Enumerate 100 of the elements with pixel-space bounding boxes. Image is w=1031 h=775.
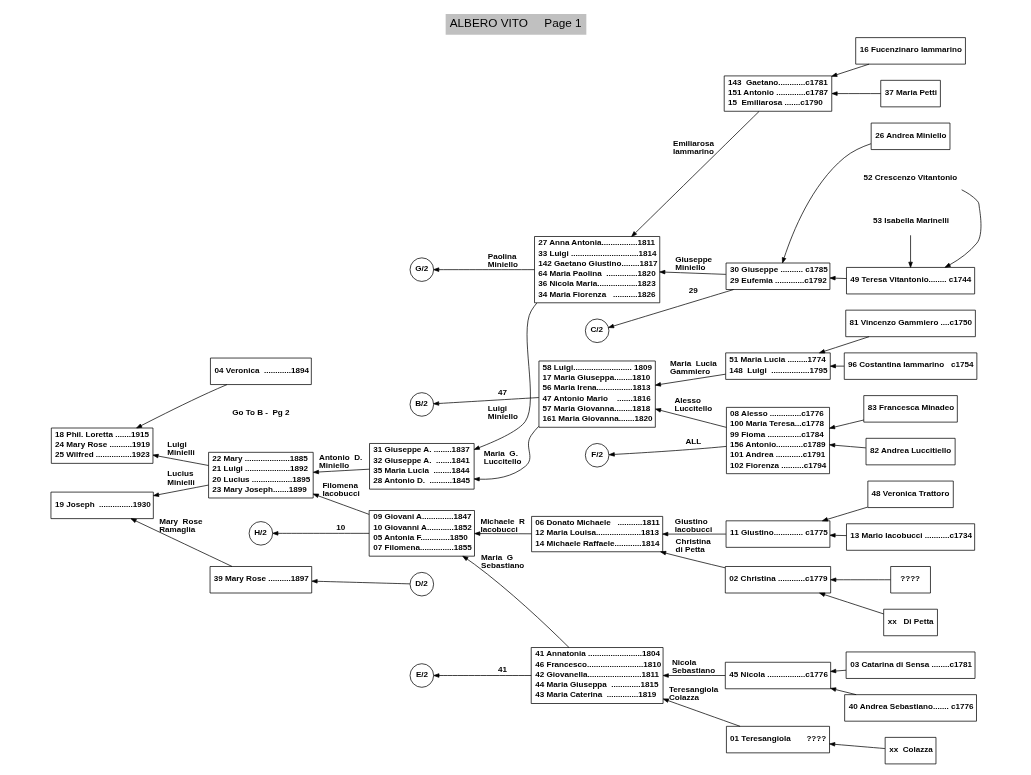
node-text: 53 Isabella Marinelli bbox=[872, 216, 949, 226]
arrow bbox=[608, 446, 726, 457]
arrow bbox=[828, 742, 885, 749]
node-box: 03 Catarina di Sensa ........c1781 bbox=[845, 651, 975, 679]
label: Go To B - Pg 2 bbox=[231, 408, 290, 418]
edge-label: Lucius Minielli bbox=[166, 469, 195, 487]
diagram-title: ALBERO VITO Page 1 bbox=[449, 16, 582, 30]
edge-label: Maria G Sebastiano bbox=[480, 552, 524, 570]
node-circle: H/2 bbox=[248, 521, 273, 546]
node-box: 45 Nicola .................c1776 bbox=[724, 661, 831, 690]
arrow bbox=[130, 518, 232, 567]
arrow bbox=[658, 269, 726, 275]
node-circle: F/2 bbox=[584, 443, 609, 468]
arrow bbox=[311, 579, 410, 585]
arrow bbox=[473, 302, 537, 450]
arrow bbox=[829, 687, 856, 695]
edge-label: Maria G. Luccitello bbox=[483, 448, 521, 466]
edge-label: Teresangiola Colazza bbox=[668, 684, 718, 702]
edge-label: 10 bbox=[335, 523, 345, 533]
arrow bbox=[830, 63, 869, 77]
node-box: xx Colazza bbox=[884, 737, 936, 765]
edge-label: Antonio D. Miniello bbox=[318, 452, 362, 470]
arrow bbox=[473, 531, 532, 536]
node-circle: G/2 bbox=[409, 257, 434, 282]
arrow bbox=[662, 673, 725, 678]
arrow bbox=[659, 551, 725, 569]
arrow bbox=[654, 408, 727, 428]
node-text: 52 Crescenzo Vitantonio bbox=[862, 173, 957, 183]
arrow bbox=[461, 555, 569, 648]
node-box: 09 Giovani A..............1847 10 Giovanni A............1852 05 Antonia F.............1850 07 Filomena...............1855 bbox=[368, 510, 475, 557]
node-circle: B/2 bbox=[409, 392, 434, 417]
node-box: 13 Mario Iacobucci ...........c1734 bbox=[845, 523, 975, 551]
edge-label: Emiliarosa Iammarino bbox=[672, 138, 714, 156]
node-box: 81 Vincenzo Gammiero ....c1750 bbox=[844, 309, 976, 338]
edge-label: Giuseppe Miniello bbox=[674, 255, 712, 273]
node-box: 08 Alesso ..............c1776 100 Maria Teresa...c1778 99 Fioma ...............c1784 156 Antonio............c1789 101 Andrea ............c1791 102 Fiorenza ..........c1794 bbox=[725, 407, 830, 475]
arrow bbox=[944, 189, 981, 268]
node-box: 51 Maria Lucia .........1774 148 Luigi .................1795 bbox=[724, 352, 831, 380]
node-box: 41 Annatonia ........................1804 46 Francesco.........................1810 42 Giovanella........................1811 44 Maria Giuseppa .............1815 43 Maria Caterina ..............1819 bbox=[530, 647, 663, 704]
arrow bbox=[821, 506, 868, 522]
arrow bbox=[661, 531, 726, 537]
node-box: 82 Andrea Luccitiello bbox=[865, 437, 955, 466]
node-box: 26 Andrea Miniello bbox=[870, 122, 950, 150]
arrow bbox=[829, 577, 891, 582]
node-circle: E/2 bbox=[409, 663, 434, 688]
node-box: 37 Maria Petti bbox=[879, 79, 941, 108]
edge-label: 29 bbox=[688, 286, 698, 296]
edge-label: Nicola Sebastiano bbox=[671, 658, 715, 676]
arrow bbox=[432, 267, 535, 272]
node-circle: C/2 bbox=[584, 318, 609, 343]
node-box: 16 Fucenzinaro Iammarino bbox=[854, 37, 966, 65]
node-box: 40 Andrea Sebastiano....... c1776 bbox=[843, 694, 977, 722]
edge-label: Alesso Luccitello bbox=[673, 395, 712, 413]
arrow bbox=[831, 91, 881, 96]
arrow bbox=[818, 592, 884, 615]
arrow bbox=[828, 419, 864, 430]
node-box: 30 Giuseppe .......... c1785 29 Eufemia .............c1792 bbox=[725, 262, 830, 290]
arrow bbox=[829, 668, 846, 674]
arrow bbox=[607, 289, 734, 329]
arrow bbox=[654, 373, 726, 387]
arrow bbox=[312, 468, 370, 475]
arrow bbox=[829, 363, 844, 369]
node-box: 18 Phil. Loretta .......1915 24 Mary Rose ..........1919 25 Wilfred ................1923 bbox=[50, 427, 153, 464]
arrow bbox=[829, 533, 847, 538]
edge-label: Michaele R Iacobucci bbox=[479, 516, 525, 534]
arrow bbox=[828, 443, 866, 449]
node-box: 83 Francesca Minadeo bbox=[862, 395, 958, 423]
edge-label: Paolina Miniello bbox=[487, 252, 518, 270]
edge-label: Filomena Iacobucci bbox=[321, 480, 360, 498]
edge-label: 47 bbox=[497, 388, 507, 398]
node-box: 01 Teresangiola ???? bbox=[725, 725, 830, 754]
node-box: 143 Gaetano............c1781 151 Antonio .............c1787 15 Emiliarosa .......c1790 bbox=[723, 75, 832, 112]
edge-label: Luigi Minielli bbox=[166, 440, 195, 458]
node-box: 49 Teresa Vitantonio........ c1744 bbox=[845, 267, 975, 295]
arrow bbox=[271, 531, 369, 536]
arrow bbox=[432, 673, 532, 678]
node-box: 22 Mary ....................1885 21 Luigi ....................1892 20 Lucius ..................1895 23 Mary Joseph.......1899 bbox=[207, 451, 314, 499]
node-box: 31 Giuseppe A. ........1837 32 Giuseppe A. .......1841 35 Maria Lucia ........1844 28 Antonio D. ..........1845 bbox=[368, 443, 474, 490]
edge-label: Luigi Miniello bbox=[487, 403, 518, 422]
arrow bbox=[432, 397, 539, 406]
edge-label: Giustino Iacobucci bbox=[674, 516, 712, 534]
arrow bbox=[152, 484, 209, 497]
node-box: 19 Joseph ...............1930 bbox=[50, 491, 154, 519]
arrow bbox=[829, 276, 847, 281]
node-circle: D/2 bbox=[409, 572, 434, 597]
arrow bbox=[135, 384, 227, 429]
edge-label: Maria Lucia Gammiero bbox=[669, 358, 717, 377]
edge-label: Mary Rose Ramaglia bbox=[158, 516, 202, 534]
arrow bbox=[312, 493, 369, 515]
node-box: 27 Anna Antonia................1811 33 Luigi ..............................1814 142 Gaetano Giustino........1817 64 Maria Paolina ..............1820 36 Nicola Maria..................1823 34 Maria Fiorenza ...........1826 bbox=[533, 236, 660, 304]
node-box: 39 Mary Rose ..........1897 bbox=[209, 566, 312, 594]
arrow bbox=[907, 234, 913, 268]
node-box: ???? bbox=[889, 566, 931, 594]
arrow bbox=[662, 698, 740, 727]
node-box: 06 Donato Michaele ...........1811 12 Maria Louisa....................1813 14 Michaele Raffaele............1814 bbox=[530, 516, 663, 553]
arrow bbox=[630, 111, 759, 237]
edge-label: ALL bbox=[685, 437, 701, 447]
node-box: 58 Luigi.......................... 1809 17 Maria Giuseppa........1810 56 Maria Irena................1813 47 Antonio Mario .......1816 57 Maria Giovanna........1818 161 Maria Giovanna.......1820 bbox=[538, 360, 656, 428]
edge-label: 41 bbox=[497, 665, 507, 675]
node-box: 11 Giustino............. c1775 bbox=[725, 520, 830, 548]
